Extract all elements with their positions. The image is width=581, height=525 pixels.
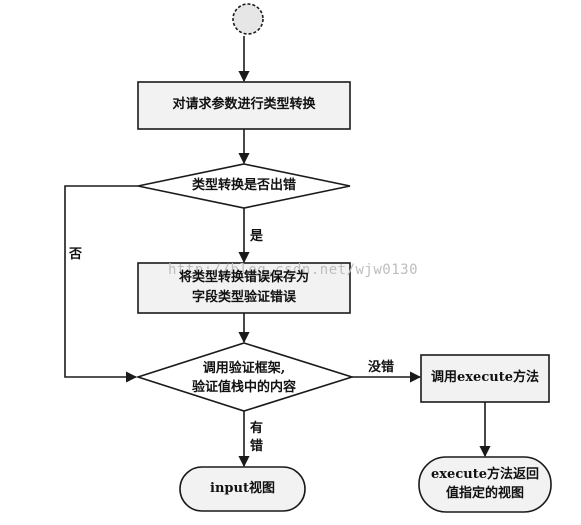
input-view-label: input视图: [210, 481, 275, 496]
edge-label-yes: 是: [250, 229, 264, 244]
convert-box: [137, 81, 351, 130]
edge-check-no: [64, 185, 138, 383]
edge-label-no: 否: [69, 247, 83, 262]
convert-label: 对请求参数进行类型转换: [172, 97, 316, 112]
save-label-line1: 将类型转换错误保存为: [178, 270, 309, 285]
execute-label: 调用execute方法: [431, 370, 539, 385]
return-label-line1: execute方法返回: [431, 467, 539, 482]
edge-label-error-line1: 有: [250, 421, 264, 436]
validate-label-line1: 调用验证框架,: [202, 361, 286, 376]
edge-label-error-line2: 错: [250, 439, 264, 454]
check-label: 类型转换是否出错: [191, 178, 296, 193]
save-label-line2: 字段类型验证错误: [191, 290, 296, 305]
edge-label-no-error: 没错: [368, 360, 395, 375]
start-node: [232, 3, 264, 35]
validate-label-line2: 验证值栈中的内容: [191, 380, 296, 395]
watermark-text: http://blog.csdn.net/wjw0130: [168, 262, 419, 278]
return-label-line2: 值指定的视图: [445, 486, 524, 501]
